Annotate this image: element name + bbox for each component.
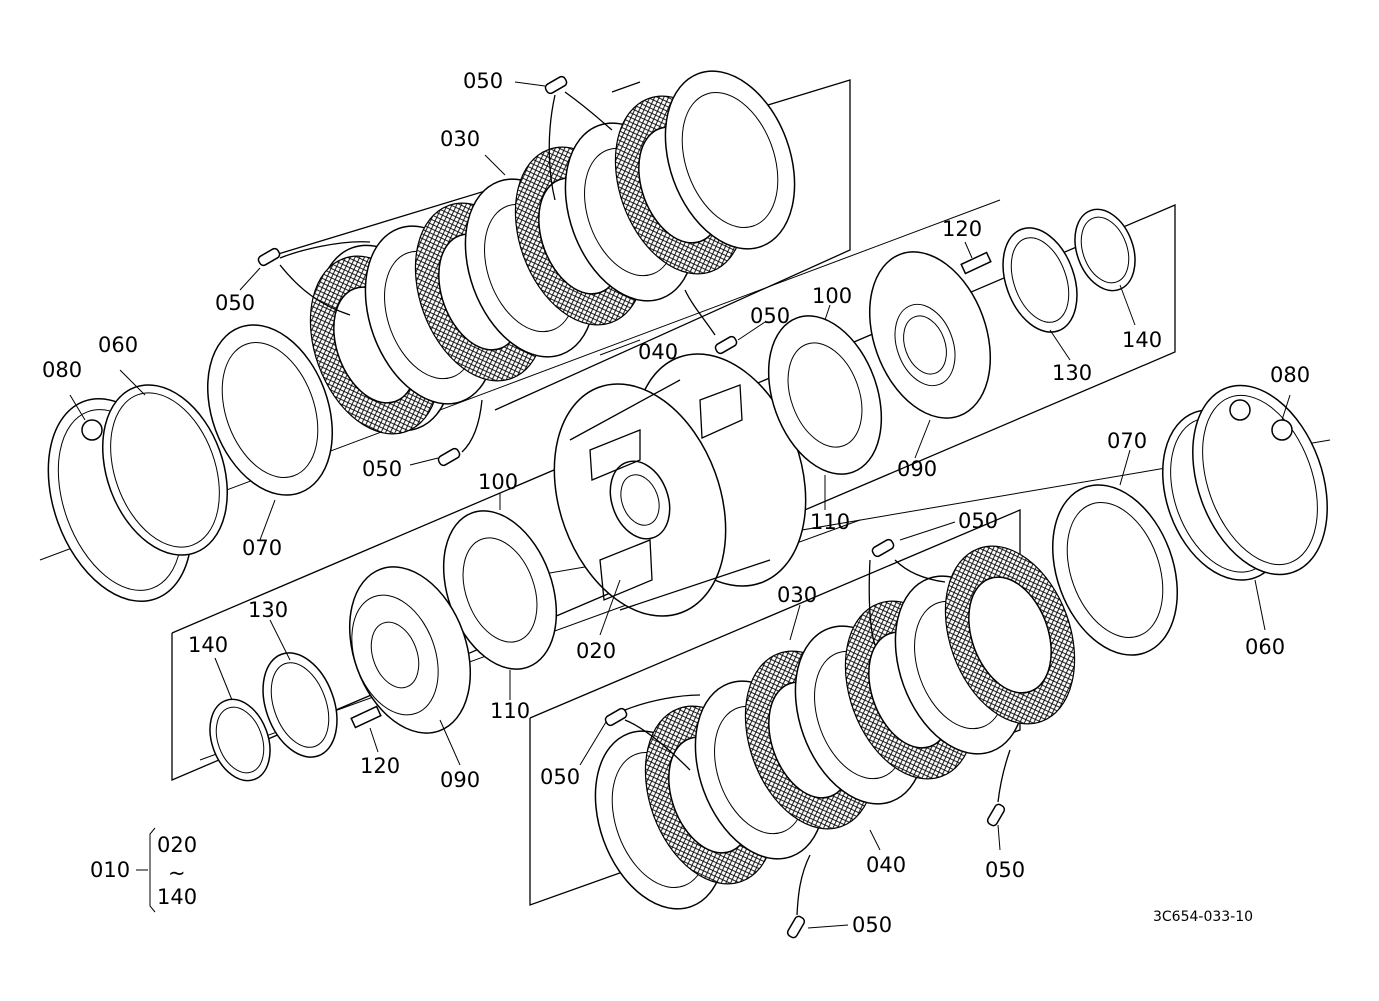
label-050: 050 [958, 509, 998, 533]
piston-090-upper [868, 251, 992, 419]
label-080: 080 [1270, 363, 1310, 387]
spring-120-lower [350, 705, 382, 729]
label-030: 030 [777, 583, 817, 607]
label-050: 050 [852, 913, 892, 937]
lower-clutch-pack-frame [529, 509, 1021, 906]
label-130: 130 [1052, 361, 1092, 385]
label-110: 110 [810, 510, 850, 534]
label-070: 070 [1107, 429, 1147, 453]
label-090: 090 [897, 457, 937, 481]
washer-130-lower [262, 652, 338, 758]
label-080: 080 [42, 358, 82, 382]
label-050: 050 [540, 765, 580, 789]
part-labels: 050 030 050 060 080 070 050 040 050 100 … [42, 69, 1310, 937]
assembly-range-to: 140 [157, 885, 197, 909]
leader-lines [69, 81, 1291, 929]
label-140: 140 [188, 633, 228, 657]
seal-ring-100-upper [767, 315, 883, 475]
piston-090-lower [348, 566, 472, 734]
upper-disc-stack [309, 70, 796, 435]
plate-070-lower [1051, 484, 1179, 656]
snap-ring-140-lower [209, 698, 271, 782]
label-130: 130 [248, 598, 288, 622]
label-100: 100 [812, 284, 852, 308]
label-050: 050 [985, 858, 1025, 882]
label-020: 020 [576, 639, 616, 663]
assembly-range-tilde: ~ [168, 861, 186, 885]
clutch-drum-020 [553, 353, 807, 617]
spring-pin-050-lower [604, 538, 1011, 939]
label-040: 040 [866, 853, 906, 877]
label-140: 140 [1122, 328, 1162, 352]
spring-pin-050-upper [257, 75, 738, 467]
label-120: 120 [360, 754, 400, 778]
label-100: 100 [478, 470, 518, 494]
label-070: 070 [242, 536, 282, 560]
label-090: 090 [440, 768, 480, 792]
snap-ring-060-lower [1161, 384, 1328, 581]
label-050: 050 [750, 304, 790, 328]
label-060: 060 [98, 333, 138, 357]
plate-070-upper [206, 324, 334, 496]
snap-ring-080-lower [1229, 399, 1293, 441]
label-050: 050 [215, 291, 255, 315]
drawing-reference-id: 3C654-033-10 [1153, 909, 1253, 925]
label-040: 040 [638, 340, 678, 364]
assembly-part-label: 010 [90, 858, 130, 882]
snap-ring-140-upper [1074, 208, 1136, 292]
label-060: 060 [1245, 635, 1285, 659]
label-050: 050 [362, 457, 402, 481]
lower-disc-stack [594, 545, 1076, 910]
washer-130-upper [1002, 227, 1078, 333]
label-110: 110 [490, 699, 530, 723]
assembly-bracket: 010 020 ~ 140 [90, 827, 197, 913]
label-120: 120 [942, 217, 982, 241]
label-030: 030 [440, 127, 480, 151]
snap-ring-060-upper [101, 384, 229, 556]
spring-120-upper [960, 251, 992, 275]
assembly-range-from: 020 [157, 833, 197, 857]
label-050: 050 [463, 69, 503, 93]
